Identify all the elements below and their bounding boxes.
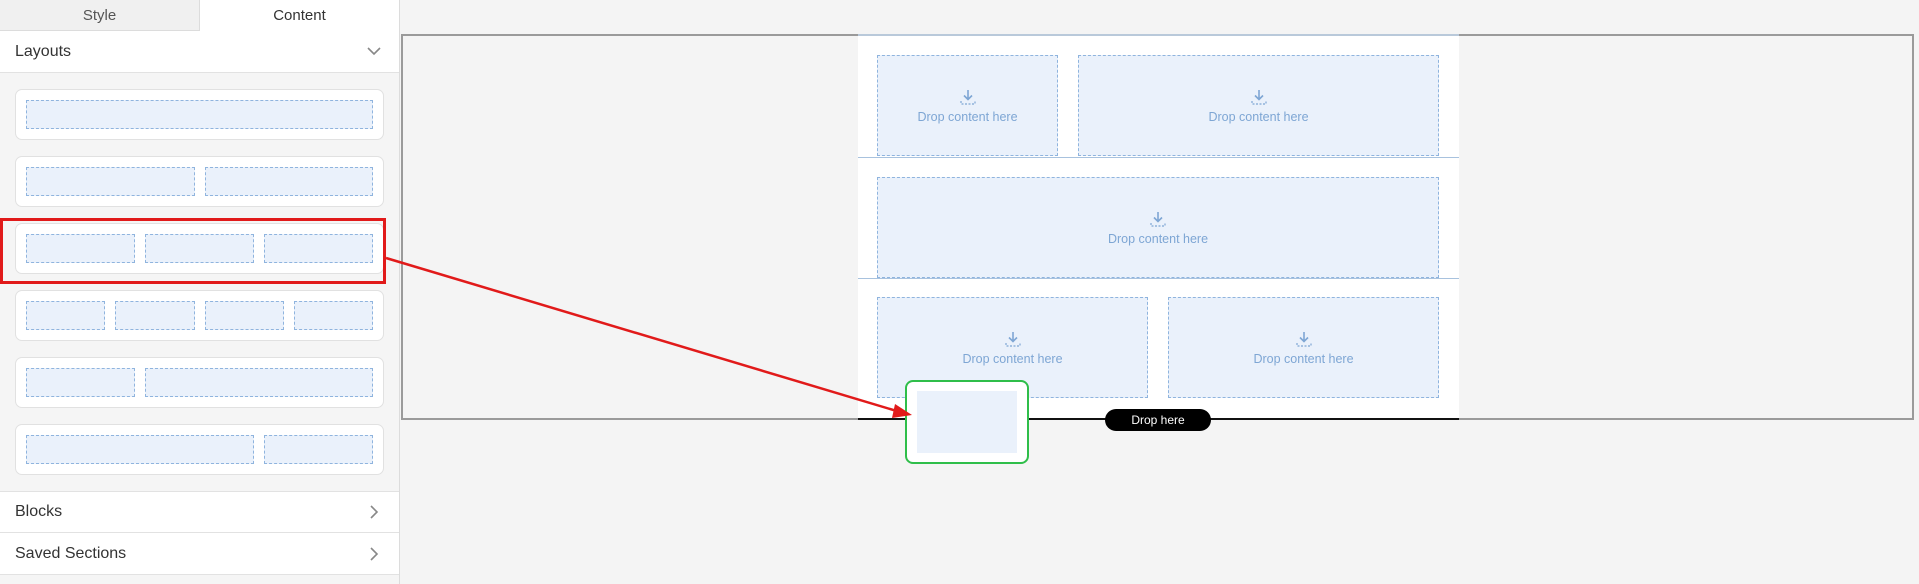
layouts-section-title: Layouts [15, 42, 72, 60]
layout-option-3-columns[interactable] [15, 223, 384, 274]
drop-zone-label: Drop content here [962, 351, 1063, 366]
layout-column [204, 167, 373, 196]
layout-column [204, 301, 284, 330]
layout-column [26, 435, 254, 464]
sidebar-tabs: Style Content [0, 0, 399, 31]
drop-zone[interactable]: Drop content here [1078, 55, 1439, 156]
layout-column [145, 368, 373, 397]
sidebar: Style Content Layouts [0, 0, 400, 584]
drop-here-indicator: Drop here [1105, 409, 1211, 431]
chevron-right-icon [365, 545, 383, 563]
download-icon [959, 89, 976, 105]
drag-preview[interactable] [905, 380, 1029, 464]
tab-content[interactable]: Content [200, 0, 399, 31]
layout-column [26, 167, 195, 196]
drag-preview-placeholder [917, 391, 1017, 453]
saved-sections-title: Saved Sections [15, 544, 127, 562]
drop-zone-label: Drop content here [1208, 109, 1309, 124]
drop-zone[interactable]: Drop content here [877, 177, 1439, 278]
download-icon [1004, 331, 1021, 347]
layout-column [26, 301, 106, 330]
layout-column [115, 301, 195, 330]
chevron-down-icon [365, 43, 383, 61]
layout-column [26, 234, 135, 263]
layout-column [26, 368, 136, 397]
layout-option-one-third-two-thirds[interactable] [15, 357, 384, 408]
download-icon [1150, 211, 1166, 227]
layout-option-2-columns[interactable] [15, 156, 384, 207]
layouts-list [0, 73, 399, 475]
saved-sections-header[interactable]: Saved Sections [0, 533, 399, 575]
chevron-right-icon [365, 503, 383, 521]
row-divider [858, 157, 1459, 158]
blocks-section-title: Blocks [15, 503, 63, 520]
layout-column [263, 435, 373, 464]
drop-zone-label: Drop content here [1107, 231, 1209, 246]
layout-column [264, 234, 373, 263]
row-divider [858, 278, 1459, 279]
layout-column [145, 234, 254, 263]
layout-option-4-columns[interactable] [15, 290, 384, 341]
tab-style[interactable]: Style [0, 0, 200, 30]
drop-zone-label: Drop content here [1253, 351, 1354, 366]
download-icon [1295, 331, 1312, 347]
drop-zone[interactable]: Drop content here [1168, 297, 1439, 398]
blocks-section-header[interactable]: Blocks [0, 491, 399, 533]
download-icon [1250, 89, 1267, 105]
drop-zone-label: Drop content here [917, 109, 1018, 124]
layout-column [26, 100, 373, 129]
drop-zone[interactable]: Drop content here [877, 55, 1058, 156]
layout-option-two-thirds-one-third[interactable] [15, 424, 384, 475]
layouts-section-header[interactable]: Layouts [0, 31, 399, 73]
layout-option-1-column[interactable] [15, 89, 384, 140]
layout-column [293, 301, 373, 330]
